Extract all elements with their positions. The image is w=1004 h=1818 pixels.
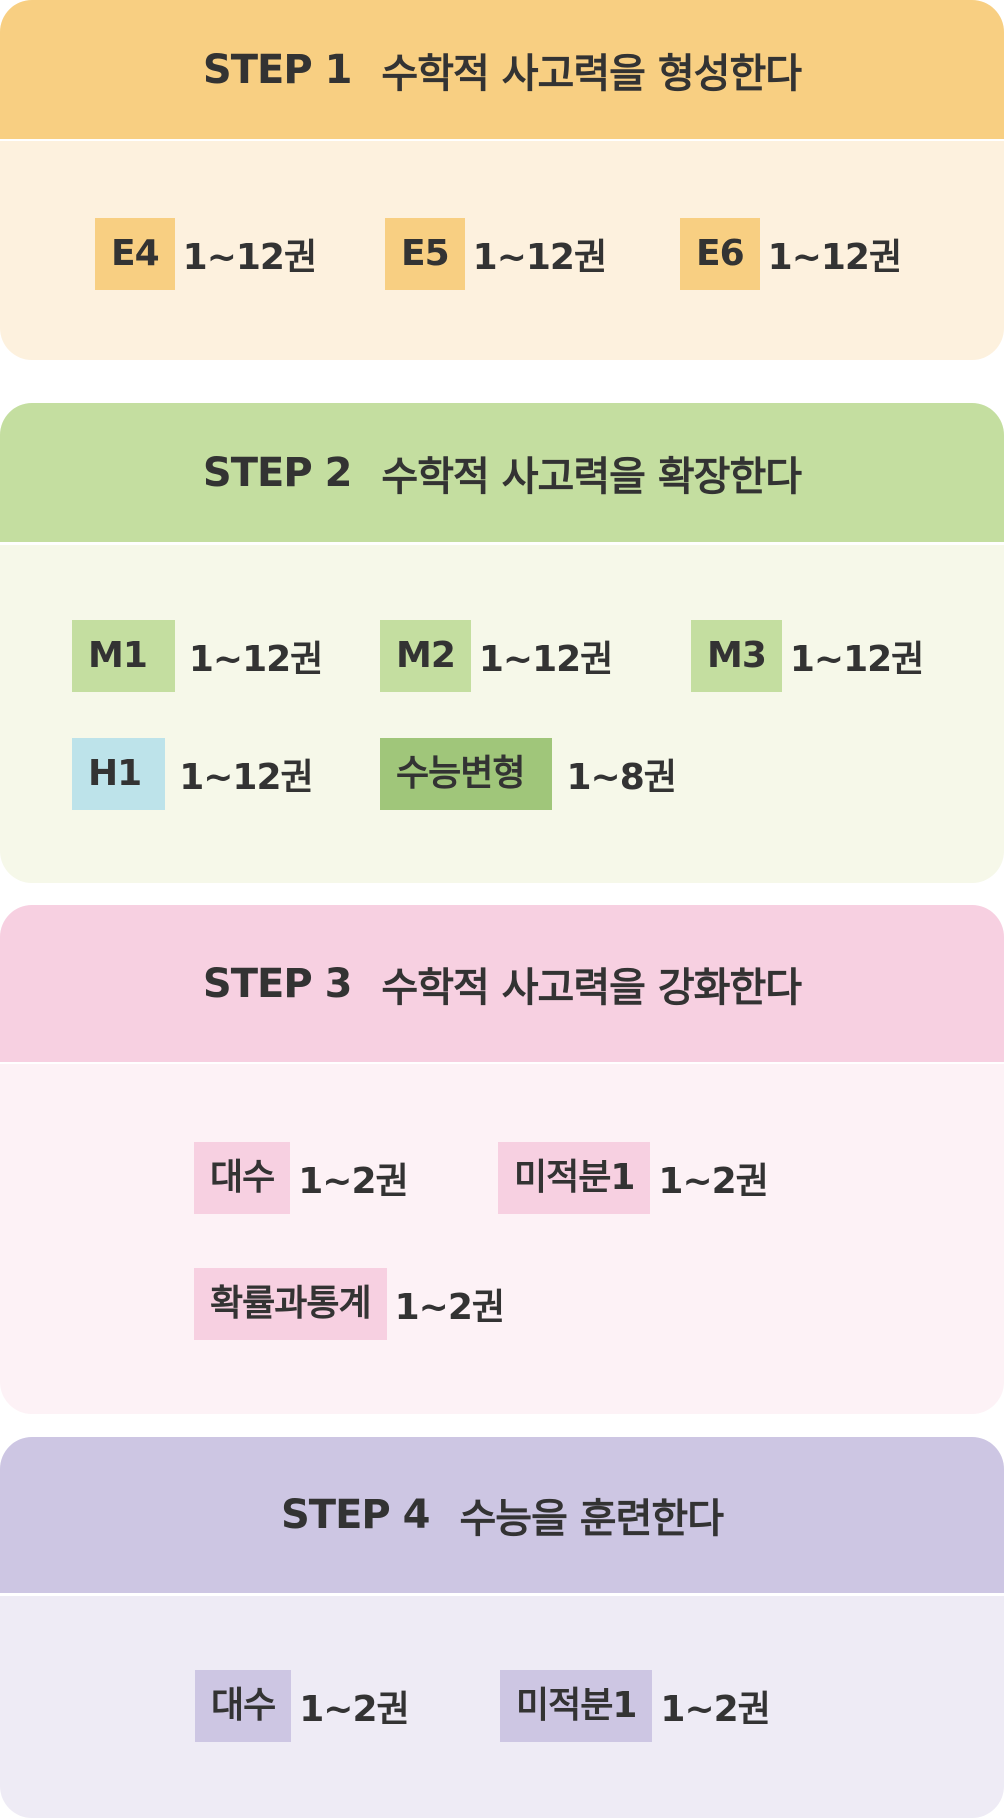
book-count: 1~8권 xyxy=(566,757,676,798)
step-4-header: STEP 4 수능을 훈련한다 xyxy=(0,1437,1004,1593)
book-count: 1~12권 xyxy=(182,237,317,278)
book-count: 1~12권 xyxy=(478,639,613,680)
step-label: STEP 1 xyxy=(202,46,352,93)
step-label: STEP 3 xyxy=(202,960,352,1007)
book-tag: M1 xyxy=(72,620,175,692)
book-item: H1 1~12권 xyxy=(72,738,314,810)
book-count: 1~12권 xyxy=(179,757,313,798)
book-tag: 미적분1 xyxy=(498,1142,651,1214)
book-count: 1~12권 xyxy=(188,639,323,680)
step-title: 수능을 훈련한다 xyxy=(459,1496,724,1542)
book-tag: M2 xyxy=(380,620,471,692)
step-3-header: STEP 3 수학적 사고력을 강화한다 xyxy=(0,905,1004,1062)
step-title: 수학적 사고력을 강화한다 xyxy=(381,964,802,1011)
step-label: STEP 4 xyxy=(280,1492,430,1538)
book-tag: 대수 xyxy=(195,1670,292,1742)
book-count: 1~2권 xyxy=(394,1287,505,1328)
book-tag: 대수 xyxy=(194,1142,291,1214)
book-item: 수능변형 1~8권 xyxy=(380,738,677,810)
book-tag: E5 xyxy=(385,218,465,290)
book-item: M1 1~12권 xyxy=(72,620,323,692)
book-tag: 수능변형 xyxy=(380,738,553,810)
book-tag: E4 xyxy=(95,218,175,290)
step-title: 수학적 사고력을 확장한다 xyxy=(381,453,802,500)
step-1-header: STEP 1 수학적 사고력을 형성한다 xyxy=(0,0,1004,139)
book-tag: H1 xyxy=(72,738,166,810)
step-label: STEP 2 xyxy=(202,449,352,496)
book-count: 1~12권 xyxy=(767,237,902,278)
book-count: 1~2권 xyxy=(299,1689,409,1730)
book-tag: E6 xyxy=(680,218,760,290)
book-count: 1~2권 xyxy=(298,1161,408,1202)
step-title: 수학적 사고력을 형성한다 xyxy=(381,50,802,97)
book-count: 1~2권 xyxy=(660,1689,770,1730)
book-tag: 확률과통계 xyxy=(194,1268,387,1340)
book-count: 1~12권 xyxy=(472,237,607,278)
book-count: 1~2권 xyxy=(658,1161,768,1202)
step-2-header: STEP 2 수학적 사고력을 확장한다 xyxy=(0,403,1004,542)
book-tag: 미적분1 xyxy=(500,1670,653,1742)
book-count: 1~12권 xyxy=(789,639,924,680)
book-tag: M3 xyxy=(691,620,782,692)
